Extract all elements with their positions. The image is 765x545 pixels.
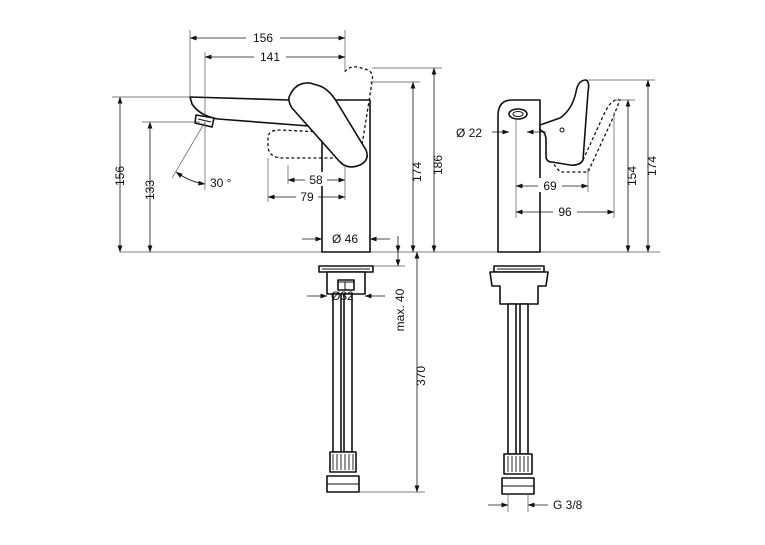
dim-69: 69 bbox=[543, 179, 557, 193]
dim-133: 133 bbox=[143, 180, 157, 200]
side-hose-right bbox=[519, 303, 529, 455]
side-aerator bbox=[508, 108, 528, 120]
dim-186: 186 bbox=[431, 155, 445, 175]
side-view: Ø 22 69 96 154 174 G 3/8 bbox=[454, 79, 659, 512]
dim-370: 370 bbox=[414, 366, 428, 386]
dim-156-vertical: 156 bbox=[113, 166, 127, 186]
side-crimp bbox=[503, 453, 533, 475]
dim-174-front: 174 bbox=[410, 162, 424, 182]
dim-156-top: 156 bbox=[253, 31, 273, 45]
hose-right bbox=[343, 293, 353, 453]
dim-dia-32: Ø32 bbox=[331, 289, 354, 303]
dim-141: 141 bbox=[260, 50, 280, 64]
dim-58: 58 bbox=[309, 173, 323, 187]
side-shank bbox=[489, 271, 549, 305]
spout bbox=[189, 96, 323, 128]
dim-dia-46: Ø 46 bbox=[332, 232, 358, 246]
dim-174-side: 174 bbox=[645, 156, 659, 176]
hose-left bbox=[332, 293, 342, 453]
dim-96: 96 bbox=[558, 205, 572, 219]
hose-crimp bbox=[329, 451, 357, 473]
lever-alt-position bbox=[267, 66, 374, 159]
dim-angle-30: 30 ° bbox=[210, 176, 232, 190]
dim-79: 79 bbox=[300, 190, 314, 204]
dim-154: 154 bbox=[625, 166, 639, 186]
front-view: 156 141 156 133 30 ° 58 79 Ø 46 bbox=[112, 30, 660, 493]
side-lever-alt bbox=[551, 99, 621, 173]
side-lever bbox=[539, 79, 590, 166]
lever-handle bbox=[288, 82, 368, 168]
side-body bbox=[497, 99, 541, 253]
dim-max-40: max. 40 bbox=[393, 288, 407, 331]
dim-dia-22: Ø 22 bbox=[456, 126, 482, 140]
side-hose-left bbox=[507, 303, 517, 455]
dim-g-3-8: G 3/8 bbox=[553, 498, 583, 512]
